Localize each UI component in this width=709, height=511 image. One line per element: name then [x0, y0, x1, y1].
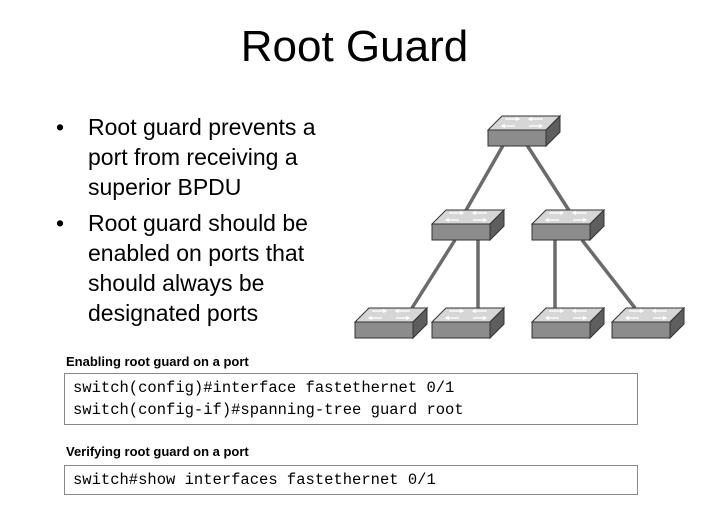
bullet-text: Root guard should be enabled on ports th… — [88, 210, 308, 326]
link — [580, 238, 637, 310]
code-line: switch(config-if)#spanning-tree guard ro… — [73, 401, 464, 419]
slide-title: Root Guard — [240, 22, 469, 71]
link — [463, 141, 507, 213]
section-caption: Enabling root guard on a port — [66, 354, 249, 369]
link — [523, 141, 572, 213]
code-block: switch#show interfaces fastethernet 0/1 — [64, 465, 638, 495]
bullet-item: • Root guard prevents a port from receiv… — [56, 112, 346, 202]
section-caption: Verifying root guard on a port — [66, 444, 249, 459]
link — [410, 239, 457, 309]
code-line: switch(config)#interface fastethernet 0/… — [73, 379, 455, 397]
bullet-text: Root guard prevents a port from receivin… — [88, 114, 316, 200]
code-block: switch(config)#interface fastethernet 0/… — [64, 373, 638, 425]
bullet-marker: • — [56, 210, 65, 236]
code-line: switch#show interfaces fastethernet 0/1 — [73, 471, 436, 489]
bullet-item: • Root guard should be enabled on ports … — [56, 208, 346, 328]
switch-icon — [531, 209, 605, 241]
bullet-marker: • — [56, 114, 65, 140]
switch-icon — [531, 307, 605, 339]
switch-icon — [431, 307, 505, 339]
switch-icon — [431, 209, 505, 241]
links — [410, 141, 637, 310]
bullet-list: • Root guard prevents a port from receiv… — [56, 112, 346, 334]
switch-icon — [354, 307, 428, 339]
switch-icon — [611, 307, 685, 339]
network-topology-diagram — [354, 115, 685, 339]
root-switch-icon — [487, 115, 561, 147]
